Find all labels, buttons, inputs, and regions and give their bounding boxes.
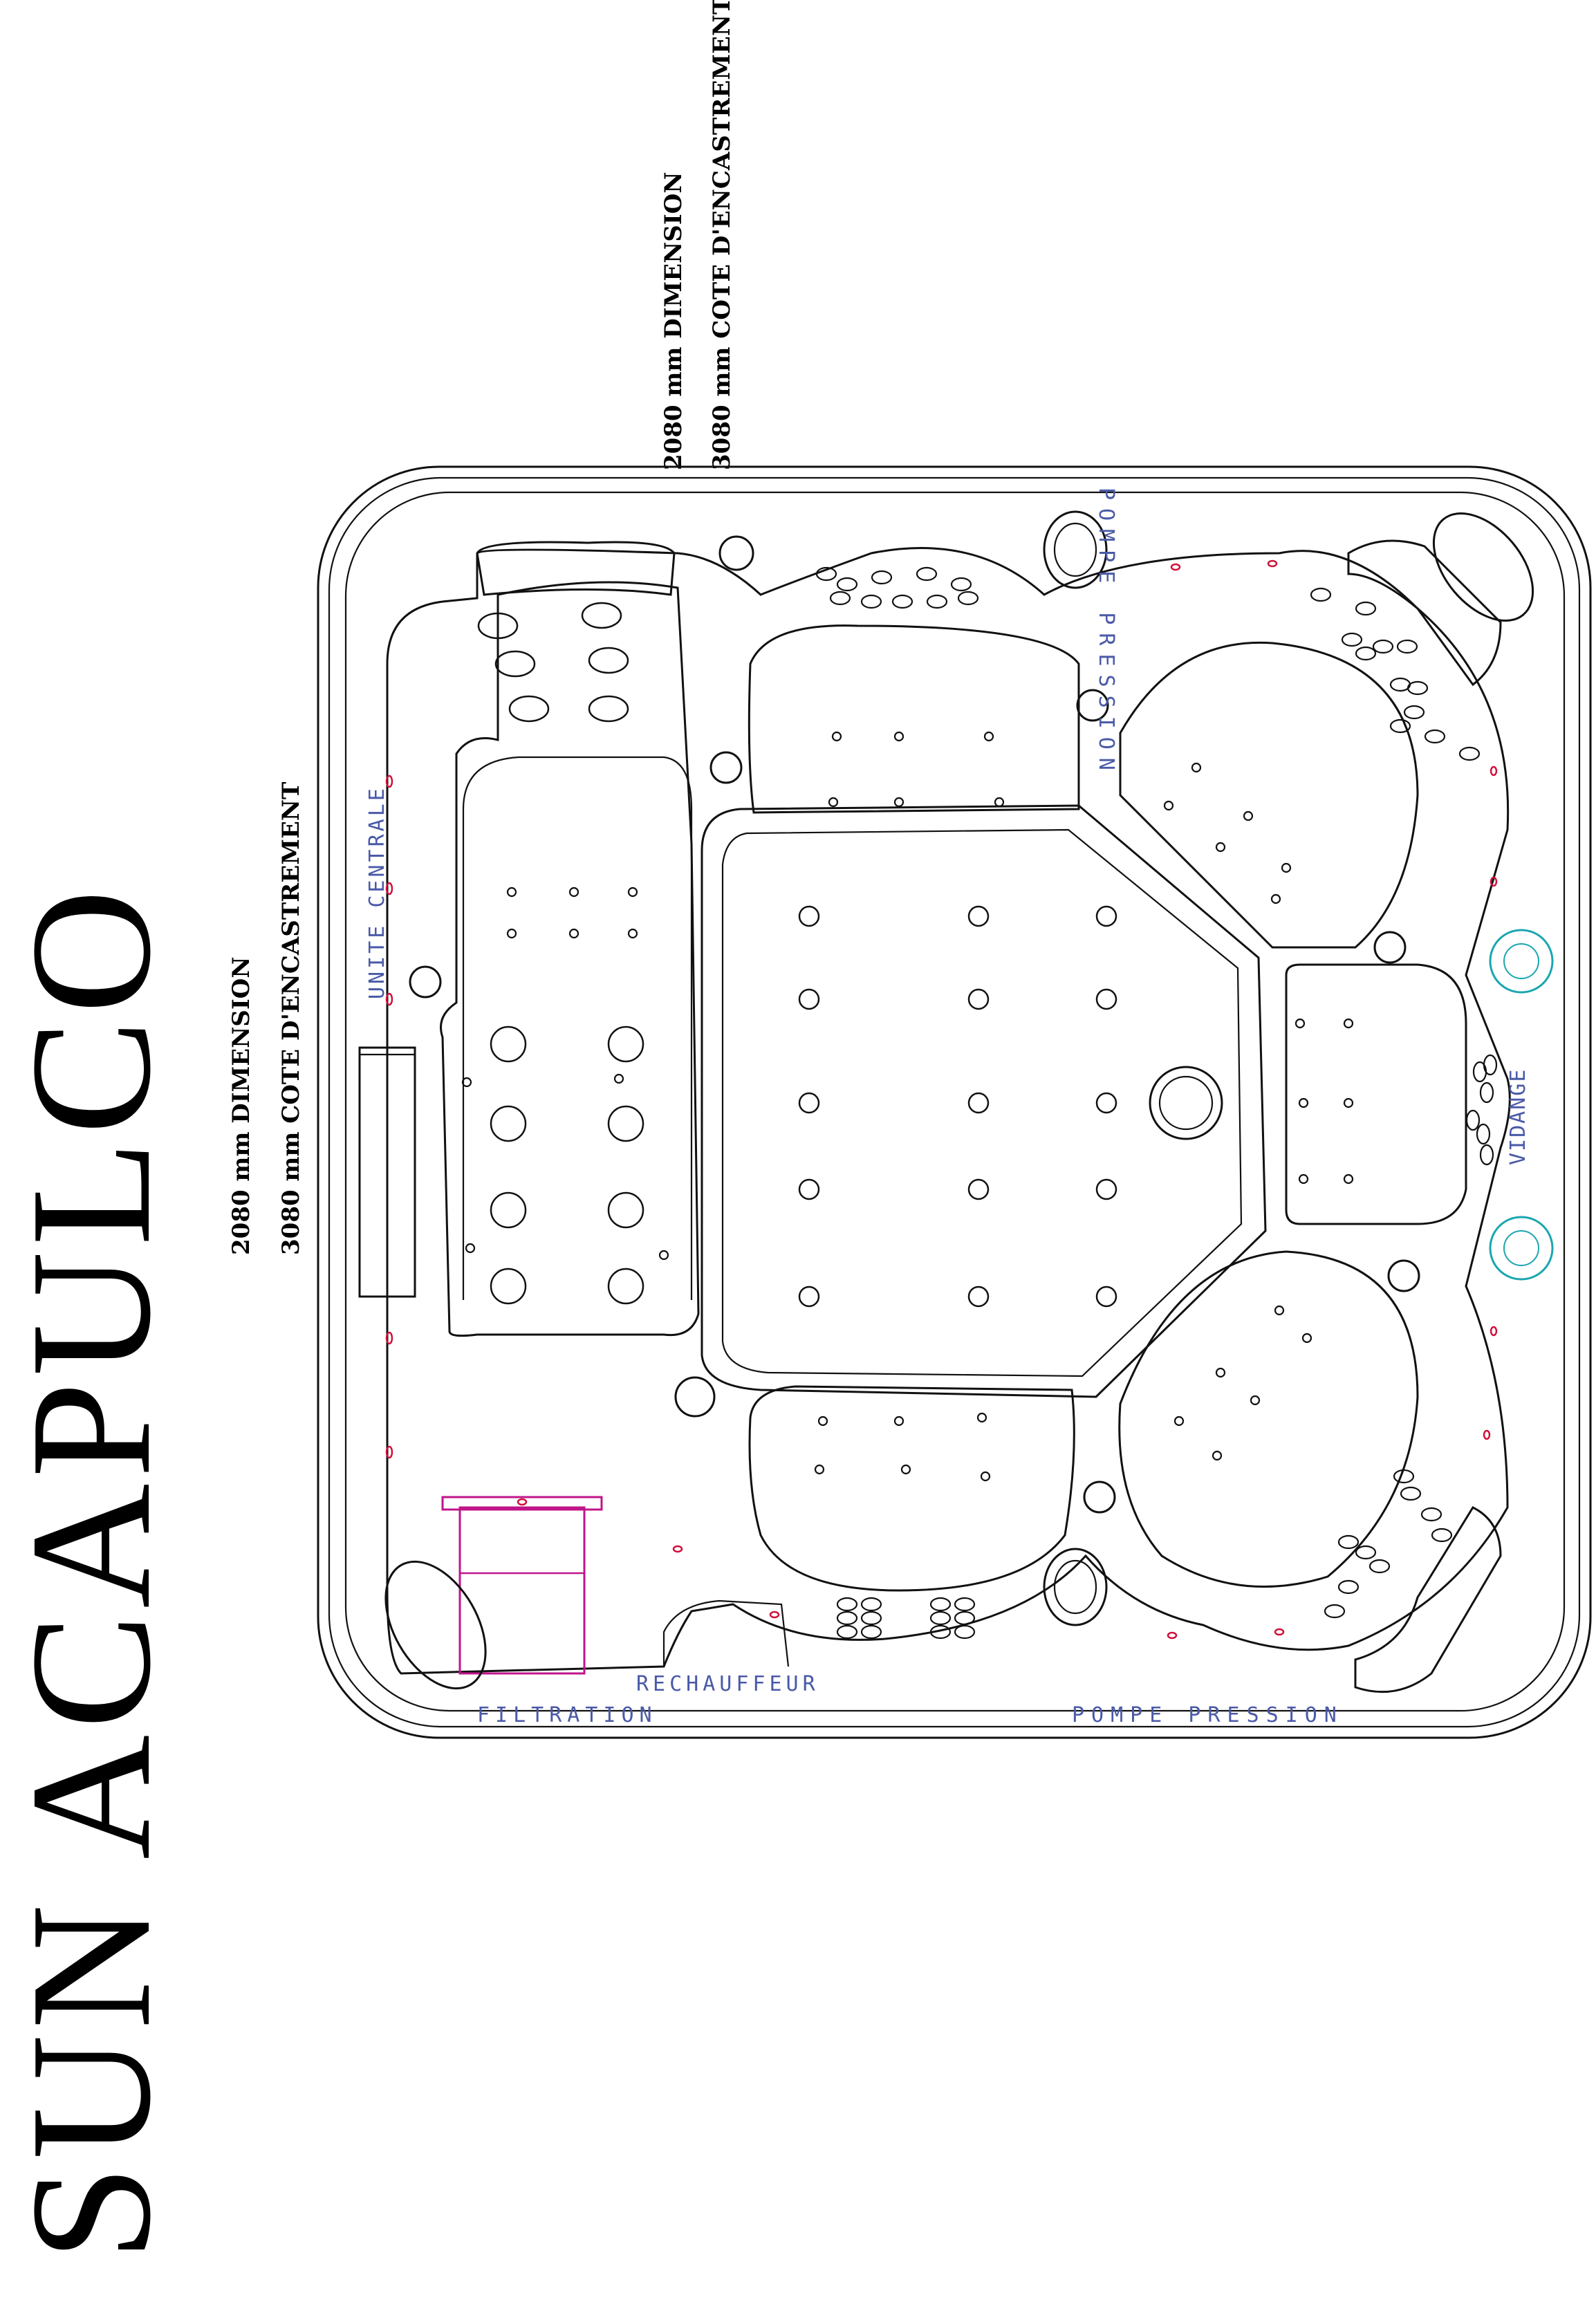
valve-bottom-2[interactable] — [1083, 1480, 1116, 1514]
valve-right-2[interactable] — [1387, 1259, 1420, 1292]
heater-bay — [662, 1599, 790, 1667]
dimension-top-line2: 3080 mm COTE D'ENCASTREMENT — [708, 0, 736, 470]
lounger-jets — [477, 602, 644, 1305]
seat-small-jets — [814, 731, 1354, 1482]
valve-top-2[interactable] — [1076, 689, 1109, 722]
led-lights — [385, 559, 1498, 1640]
dimension-left-line1: 2080 mm DIMENSION — [228, 957, 255, 1255]
lounger-inner — [462, 756, 693, 1300]
footwell-jets — [798, 905, 1117, 1308]
spa-rim — [344, 491, 1566, 1712]
pillow-top-right — [1347, 539, 1502, 687]
valve-top-1[interactable] — [709, 751, 743, 784]
seat-top-center — [748, 624, 1080, 814]
label-pompe-bottom: POMPE PRESSION — [1072, 1703, 1344, 1727]
dimension-left-line2: 3080 mm COTE D'ENCASTREMENT — [277, 782, 305, 1255]
pump-top-housing[interactable] — [1043, 510, 1108, 589]
seat-bottom-center — [748, 1385, 1075, 1592]
central-suction[interactable] — [1149, 1066, 1223, 1140]
lounger-small-jets — [461, 887, 669, 1261]
lounger-seat — [440, 581, 700, 1337]
drain-bottom[interactable] — [1489, 1216, 1554, 1281]
central-footwell — [700, 804, 1267, 1398]
control-unit — [358, 1046, 416, 1298]
oval-jet-clusters — [815, 566, 1498, 1640]
valve-right-1[interactable] — [1373, 931, 1407, 964]
label-vidange: VIDANGE — [1506, 1068, 1530, 1165]
label-rechauffeur: RECHAUFFEUR — [636, 1672, 819, 1696]
label-pompe-top: POMPE PRESSION — [1094, 488, 1118, 779]
dimension-top-line1: 2080 mm DIMENSION — [660, 172, 687, 470]
label-filtration: FILTRATION — [477, 1703, 658, 1727]
air-control-top[interactable] — [718, 535, 754, 571]
seat-bottom-right — [1118, 1250, 1419, 1588]
product-title: SUN ACAPULCO — [0, 884, 187, 2261]
label-unite-centrale: UNITE CENTRALE — [365, 786, 389, 999]
seat-right-middle — [1285, 963, 1467, 1225]
filter-housing[interactable] — [458, 1506, 586, 1675]
drain-top[interactable] — [1489, 929, 1554, 994]
filter-skimmer[interactable] — [365, 1544, 506, 1705]
valve-bottom-1[interactable] — [674, 1376, 716, 1418]
lounger-headrest — [476, 541, 676, 596]
basin-outline — [386, 547, 1511, 1675]
pillow-bottom-right — [1354, 1506, 1502, 1693]
pump-bottom-housing[interactable] — [1043, 1548, 1108, 1626]
spa-outer-shell-inner — [328, 476, 1581, 1728]
cupholder-top-right — [1432, 512, 1534, 622]
central-footwell-inner — [721, 828, 1243, 1377]
valve-left[interactable] — [409, 965, 442, 999]
seat-top-right — [1119, 641, 1419, 949]
spa-outer-shell — [317, 465, 1592, 1739]
